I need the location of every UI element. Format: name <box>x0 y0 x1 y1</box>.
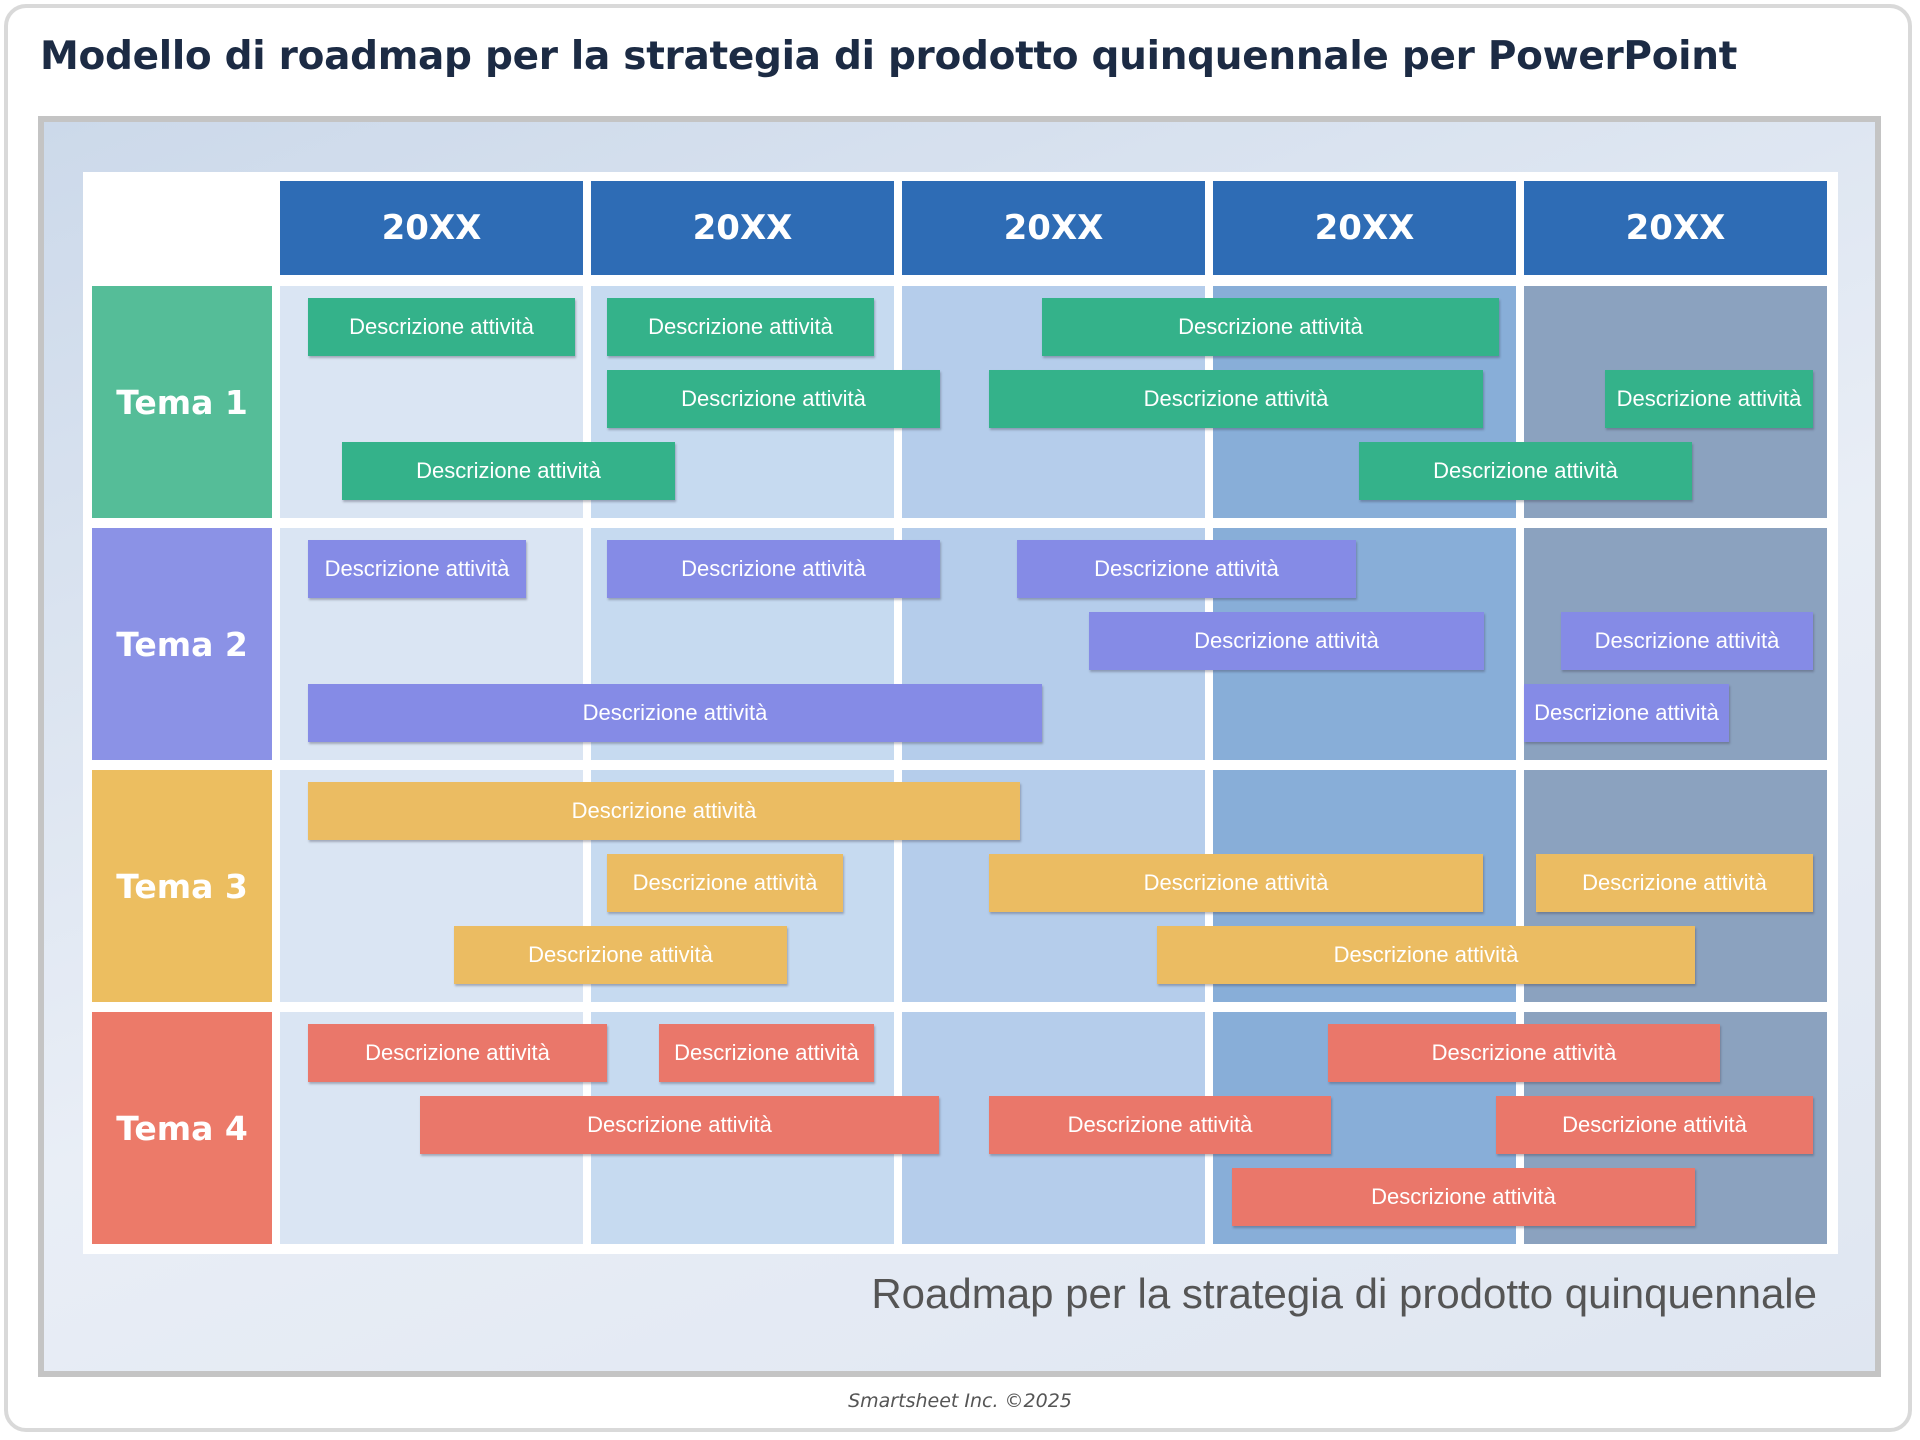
row-separator <box>280 518 1827 528</box>
task-bar[interactable]: Descrizione attività <box>1157 926 1695 984</box>
task-bar[interactable]: Descrizione attività <box>308 540 526 598</box>
task-bar[interactable]: Descrizione attività <box>1328 1024 1720 1082</box>
task-bar[interactable]: Descrizione attività <box>1017 540 1356 598</box>
task-bar[interactable]: Descrizione attività <box>308 782 1020 840</box>
task-bar[interactable]: Descrizione attività <box>308 298 575 356</box>
theme-label-3: Tema 3 <box>92 770 272 1002</box>
theme-label-1: Tema 1 <box>92 286 272 518</box>
task-bar[interactable]: Descrizione attività <box>454 926 787 984</box>
slide-content: Roadmap per la strategia di prodotto qui… <box>44 122 1875 1371</box>
task-bar[interactable]: Descrizione attività <box>342 442 675 500</box>
copyright-footer: Smartsheet Inc. ©2025 <box>848 1390 1072 1412</box>
year-header-5: 20XX <box>1524 181 1827 275</box>
task-bar[interactable]: Descrizione attività <box>1359 442 1692 500</box>
theme-label-4: Tema 4 <box>92 1012 272 1244</box>
row-separator <box>280 1002 1827 1012</box>
task-bar[interactable]: Descrizione attività <box>659 1024 874 1082</box>
task-bar[interactable]: Descrizione attività <box>989 370 1483 428</box>
task-bar[interactable]: Descrizione attività <box>1089 612 1484 670</box>
theme-label-2: Tema 2 <box>92 528 272 760</box>
task-bar[interactable]: Descrizione attività <box>1605 370 1813 428</box>
task-bar[interactable]: Descrizione attività <box>1042 298 1499 356</box>
page-title: Modello di roadmap per la strategia di p… <box>40 34 1738 79</box>
year-header-1: 20XX <box>280 181 583 275</box>
year-header-2: 20XX <box>591 181 894 275</box>
task-bar[interactable]: Descrizione attività <box>989 854 1483 912</box>
year-header-3: 20XX <box>902 181 1205 275</box>
task-bar[interactable]: Descrizione attività <box>308 1024 607 1082</box>
task-bar[interactable]: Descrizione attività <box>607 370 940 428</box>
task-bar[interactable]: Descrizione attività <box>607 854 843 912</box>
task-bar[interactable]: Descrizione attività <box>607 540 940 598</box>
row-separator <box>280 760 1827 770</box>
task-bar[interactable]: Descrizione attività <box>1496 1096 1813 1154</box>
task-bar[interactable]: Descrizione attività <box>420 1096 939 1154</box>
roadmap-subtitle: Roadmap per la strategia di prodotto qui… <box>871 1270 1817 1317</box>
task-bar[interactable]: Descrizione attività <box>1536 854 1813 912</box>
task-bar[interactable]: Descrizione attività <box>308 684 1042 742</box>
year-header-4: 20XX <box>1213 181 1516 275</box>
slide: Roadmap per la strategia di prodotto qui… <box>38 116 1881 1377</box>
task-bar[interactable]: Descrizione attività <box>1524 684 1729 742</box>
task-bar[interactable]: Descrizione attività <box>1232 1168 1695 1226</box>
task-bar[interactable]: Descrizione attività <box>1561 612 1813 670</box>
task-bar[interactable]: Descrizione attività <box>607 298 874 356</box>
task-bar[interactable]: Descrizione attività <box>989 1096 1331 1154</box>
